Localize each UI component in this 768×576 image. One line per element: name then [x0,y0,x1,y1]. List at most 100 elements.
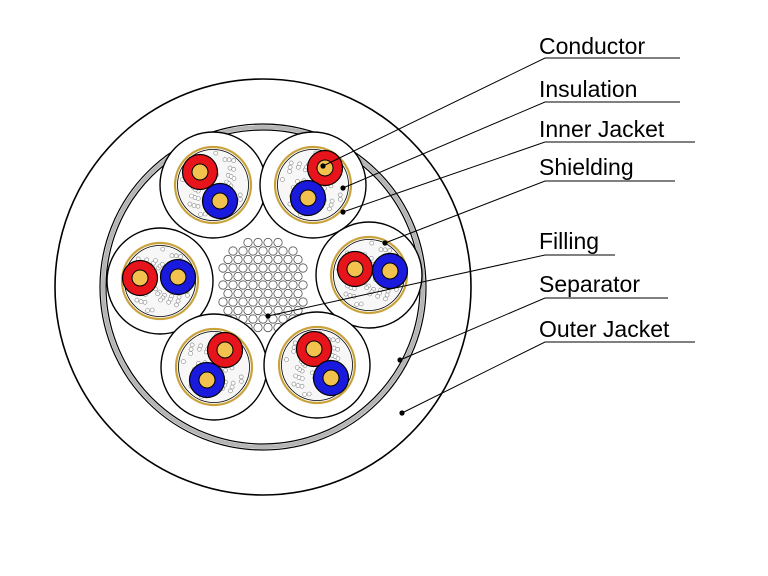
label-shielding: Shielding [539,154,634,180]
filling-strand [273,237,283,248]
filling-strand [263,322,273,333]
drain-strand [378,247,384,252]
drain-strand [155,291,160,297]
filling-strand [253,237,263,248]
filling-strand [258,314,268,324]
shield-edge [178,331,250,403]
filling-strand [283,288,293,299]
drain-strand [228,388,233,394]
drain-strand [149,307,155,313]
filling-strand [288,246,298,256]
drain-strand [338,197,343,202]
drain-strand [223,367,228,373]
drain-strand [142,299,148,305]
drain-strand [280,177,285,182]
drain-strand [299,383,305,389]
filling-strand [223,271,233,282]
drain-strand [384,292,390,298]
leader-outer-jacket [401,341,695,414]
drain-strand [227,165,233,171]
drain-strand [291,381,297,387]
drain-strand [231,167,236,172]
red-core-conductor [216,341,234,359]
drain-strand [189,193,194,199]
filling-strand [233,288,243,299]
drain-strand [166,299,171,305]
shield-edge [177,149,249,221]
drain-strand [335,356,341,361]
red-core-conductor [346,260,364,278]
filling-strand [273,305,283,316]
pair-unit-6 [263,311,371,419]
drain-strand [174,302,179,308]
filling-strand [238,297,248,307]
filling-strand [238,263,248,273]
drain-strand [238,197,243,202]
drain-strand [187,201,193,207]
drain-strand [189,342,195,348]
filling-strand [263,271,273,282]
filling-strand [263,237,273,248]
drain-strand [188,351,193,356]
filling-strand [223,305,233,316]
filling-strand [258,246,268,256]
drain-strand [226,157,232,163]
leader-inner-jacket [342,141,695,213]
filling-strand [253,305,263,316]
filling-strand [253,322,263,333]
leader-lines [267,57,695,414]
filling-strand [293,271,303,282]
drain-strand [202,211,208,217]
filling-strand [298,297,308,307]
filling-strand [268,280,278,290]
drain-strand [375,293,381,299]
label-filling: Filling [539,228,599,254]
drain-strand [287,169,292,174]
drain-strand [230,380,236,386]
drain-strand [343,291,349,297]
label-separator: Separator [539,271,640,297]
filling-strand [283,271,293,282]
drain-strand [191,203,197,208]
filling-strand [293,288,303,299]
filling-strand [228,297,238,307]
filling-strand [248,297,258,307]
drain-strand [287,164,293,170]
leader-shielding [384,180,675,244]
drain-strand [354,302,359,307]
leader-conductor [322,57,680,167]
blue-core-conductor [198,371,216,389]
blue-core-conductor [381,262,399,280]
filling-strand [278,280,288,290]
drain-strand [291,349,296,354]
drain-strand [369,240,375,246]
drain-strand [213,150,219,156]
shield-edge [281,329,353,401]
drain-strand [173,253,179,259]
filling-strand [243,288,253,299]
filling-strand [278,314,288,324]
filling-strand [288,280,298,290]
drain-strand [198,212,203,217]
filling-strand [248,263,258,273]
separator-outer-ring [99,123,427,451]
drain-strand [387,248,393,253]
drain-strand [293,373,298,379]
drain-strand [153,258,158,263]
filling-strand [223,288,233,299]
filling-strand [253,271,263,282]
drain-strand [382,247,388,253]
filling-strands [218,237,308,333]
drain-strand [294,365,300,370]
drain-strand [138,299,144,304]
filling-strand [278,263,288,273]
filling-strand [258,263,268,273]
filling-strand [218,280,228,290]
filling-strand [268,297,278,307]
drain-strand [329,198,335,204]
pair-unit-1 [159,131,267,239]
drain-strand [195,204,201,209]
filling-strand [233,271,243,282]
drain-strand [222,157,228,162]
